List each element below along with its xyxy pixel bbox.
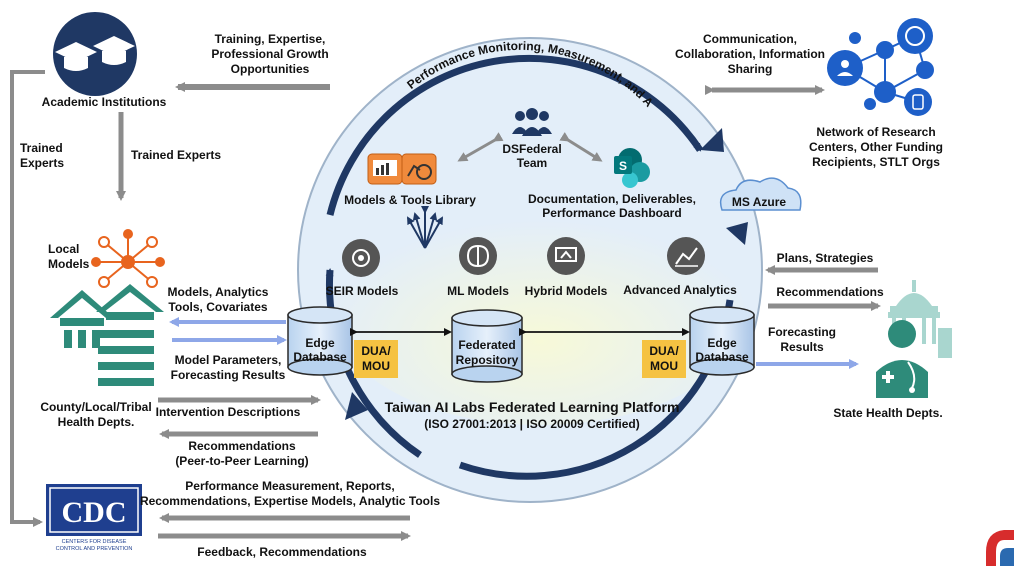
performance-label-2: Recommendations, Expertise Models, Analy… — [140, 494, 440, 508]
right-recommendations-label: Recommendations — [776, 285, 884, 299]
team-library-arrow — [457, 132, 504, 162]
cdc-sub-2: CONTROL AND PREVENTION — [56, 546, 133, 552]
advanced-label: Advanced Analytics — [623, 283, 737, 297]
comm-label-3: Sharing — [728, 62, 773, 76]
documentation-label-2: Performance Dashboard — [542, 206, 681, 220]
hybrid-label: Hybrid Models — [525, 284, 608, 298]
team-icon — [512, 108, 552, 136]
network-nodes-icon — [91, 229, 165, 288]
platform-cert: (ISO 27001:2013 | ISO 20009 Certified) — [424, 417, 639, 431]
models-analytics-2: Tools, Covariates — [168, 300, 267, 314]
models-library-icon — [367, 153, 437, 185]
network-label-1: Network of Research — [816, 125, 935, 139]
network-label-3: Recipients, STLT Orgs — [812, 155, 940, 169]
analytics-icon — [667, 237, 705, 275]
training-label-2: Professional Growth — [211, 47, 328, 61]
comm-label-1: Communication, — [703, 32, 797, 46]
ms-azure-cloud — [719, 177, 802, 211]
forecasting-label-2: Results — [780, 340, 824, 354]
forecasting-label-1: Forecasting — [768, 325, 836, 339]
federated-label-1: Federated — [458, 338, 515, 352]
federated-label-2: Repository — [456, 353, 519, 367]
trained-experts-a-2: Experts — [20, 156, 64, 170]
network-label-2: Centers, Other Funding — [809, 140, 943, 154]
training-label-1: Training, Expertise, — [215, 32, 326, 46]
dua-left-label-1: DUA/ — [361, 344, 391, 358]
corner-logo-icon — [986, 530, 1014, 566]
cdc-logo — [46, 484, 142, 536]
peer-recommendations-1: Recommendations — [188, 439, 296, 453]
model-params-2: Forecasting Results — [171, 368, 286, 382]
edge-right-label-2: Database — [695, 350, 749, 364]
edge-database-left — [287, 306, 353, 376]
documentation-label-1: Documentation, Deliverables, — [528, 192, 696, 206]
edge-left-label-1: Edge — [305, 336, 335, 350]
team-docs-arrow — [559, 132, 603, 162]
county-label-2: Health Depts. — [58, 415, 135, 429]
hybrid-icon — [547, 237, 585, 275]
graduation-cap-icon — [53, 12, 137, 96]
trained-experts-b: Trained Experts — [131, 148, 221, 162]
dua-right-label-2: MOU — [650, 359, 678, 373]
feedback-label: Feedback, Recommendations — [197, 545, 367, 559]
models-library-label: Models & Tools Library — [344, 193, 476, 207]
seir-icon — [342, 239, 380, 277]
platform-title: Taiwan AI Labs Federated Learning Platfo… — [385, 399, 680, 415]
county-label-1: County/Local/Tribal — [40, 400, 151, 414]
federated-repository — [451, 309, 523, 383]
svg-text:S: S — [619, 159, 627, 173]
cdc-sub-1: CENTERS FOR DISEASE — [62, 539, 127, 545]
trained-experts-loop — [10, 70, 45, 527]
local-models-1: Local — [48, 242, 79, 256]
local-models-2: Models — [48, 257, 90, 271]
edge-database-right — [689, 306, 755, 376]
ml-label: ML Models — [447, 284, 509, 298]
sharepoint-icon: S — [614, 148, 650, 188]
library-fan-arrows — [407, 206, 443, 249]
peer-recommendations-2: (Peer-to-Peer Learning) — [175, 454, 308, 468]
dua-mou-left — [354, 340, 398, 378]
dua-left-label-2: MOU — [362, 359, 390, 373]
dua-mou-right — [642, 340, 686, 378]
performance-label-1: Performance Measurement, Reports, — [185, 479, 394, 493]
seir-label: SEIR Models — [326, 284, 399, 298]
county-buildings-icon — [50, 284, 164, 386]
state-health-icon — [876, 280, 952, 398]
academic-label: Academic Institutions — [42, 95, 167, 109]
cdc-logo-text: CDC — [62, 496, 127, 529]
training-label-3: Opportunities — [231, 62, 310, 76]
model-params-1: Model Parameters, — [175, 353, 282, 367]
comm-label-2: Collaboration, Information — [675, 47, 825, 61]
state-label: State Health Depts. — [833, 406, 942, 420]
edge-left-label-2: Database — [293, 350, 347, 364]
dua-right-label-1: DUA/ — [649, 344, 679, 358]
models-analytics-1: Models, Analytics — [168, 285, 269, 299]
edge-right-label-1: Edge — [707, 336, 737, 350]
dsfederal-label-2: Team — [517, 156, 547, 170]
intervention-label: Intervention Descriptions — [156, 405, 301, 419]
brain-icon — [459, 237, 497, 275]
ms-azure-label: MS Azure — [732, 195, 787, 209]
plans-label: Plans, Strategies — [777, 251, 874, 265]
dsfederal-label-1: DSFederal — [502, 142, 561, 156]
trained-experts-a-1: Trained — [20, 141, 63, 155]
research-network-icon — [827, 18, 934, 116]
